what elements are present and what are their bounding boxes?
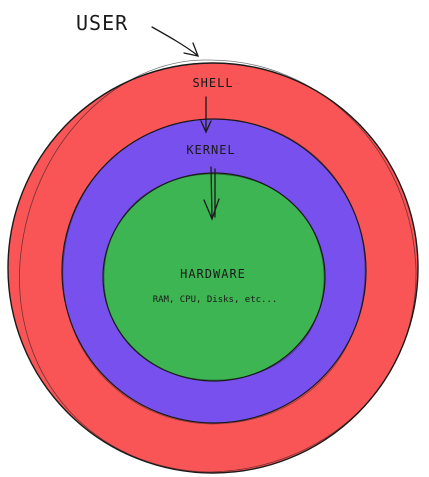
shell-to-kernel-arrow [200,96,212,134]
hardware-layer [102,172,326,382]
shell-layer-sketch-outline [19,59,417,473]
hardware-label: HARDWARE [180,267,246,281]
kernel-layer-sketch-outline [62,118,366,425]
shell-label: SHELL [192,76,233,90]
kernel-to-hardware-arrow [203,166,220,221]
kernel-label: KERNEL [186,143,235,157]
user-arrow [151,26,200,57]
user-label: USER [76,11,128,35]
hardware-detail-label: RAM, CPU, Disks, etc... [153,295,278,305]
